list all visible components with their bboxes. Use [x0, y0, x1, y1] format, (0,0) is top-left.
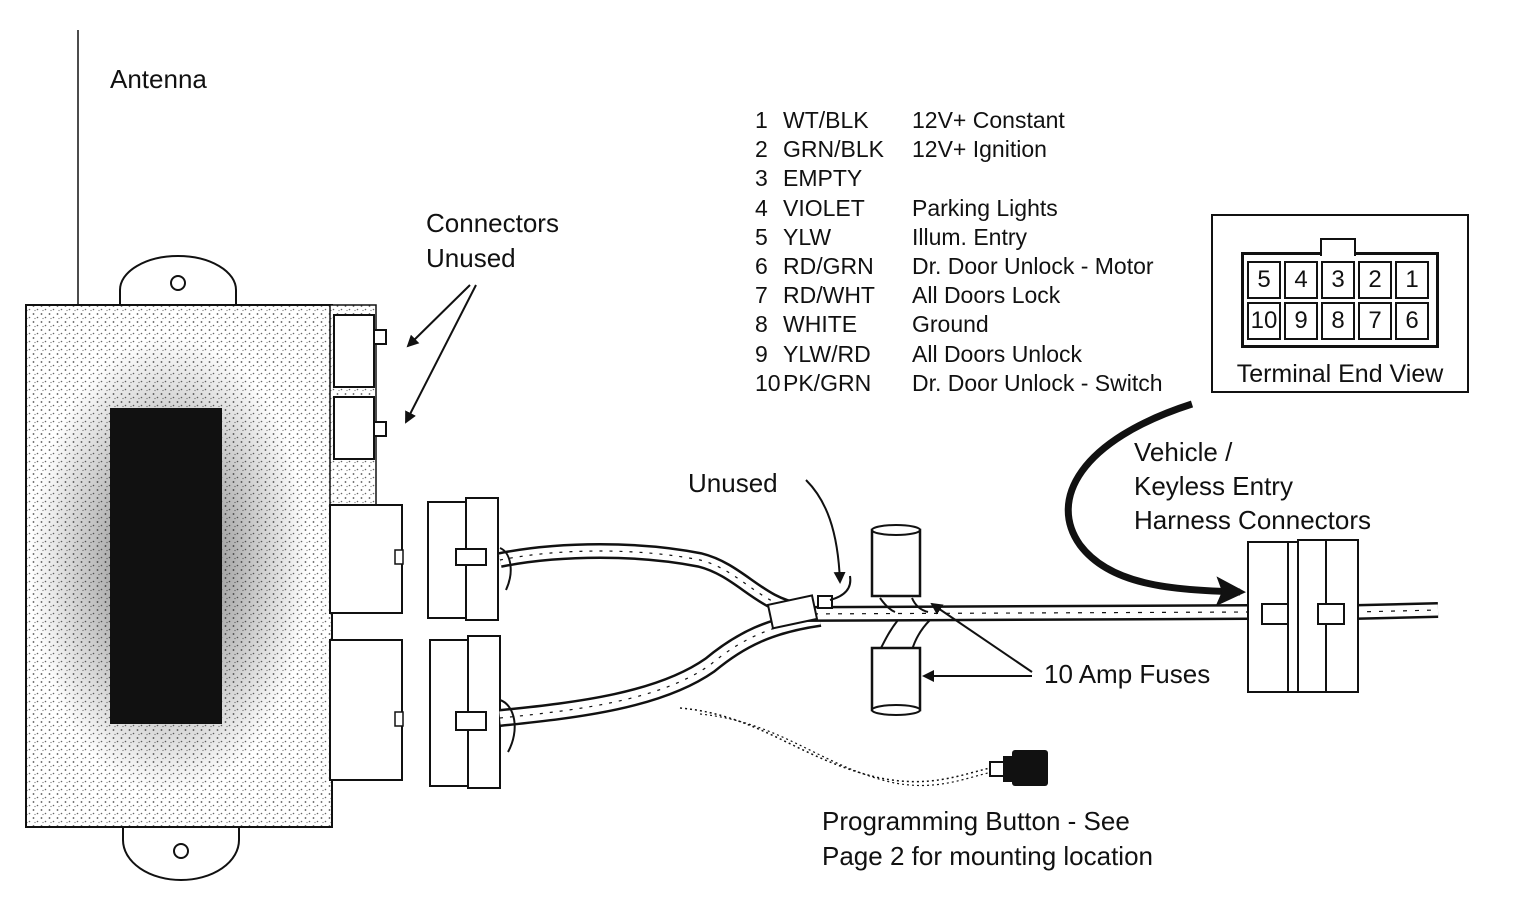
pointer-arrows — [405, 284, 1246, 682]
pin-number: 6 — [755, 252, 768, 279]
pin-function: All Doors Unlock — [912, 340, 1082, 367]
pin-number: 7 — [755, 282, 768, 309]
terminal-pin-cell: 1 — [1395, 261, 1429, 299]
unused-wire-end — [817, 575, 852, 609]
terminal-pin-cell: 3 — [1321, 261, 1355, 299]
pin-number: 5 — [755, 223, 768, 250]
terminal-pin-cell: 8 — [1321, 302, 1355, 340]
wire-color: GRN/BLK — [783, 136, 884, 163]
programming-label-line2: Page 2 for mounting location — [822, 841, 1153, 871]
pin-function: Dr. Door Unlock - Motor — [912, 252, 1154, 279]
fuse-lower — [870, 646, 922, 716]
pin-function: Parking Lights — [912, 194, 1058, 221]
pin-number: 2 — [755, 136, 768, 163]
pin-function: Illum. Entry — [912, 223, 1028, 250]
terminal-pin-cell: 10 — [1247, 302, 1281, 340]
terminal-key-tab — [1320, 238, 1356, 256]
connectors-unused-label-line1: Connectors — [426, 208, 559, 238]
programming-label-line1: Programming Button - See — [822, 806, 1130, 836]
pin-number: 9 — [755, 340, 768, 367]
keyless-module — [25, 304, 333, 828]
pin-function: Ground — [912, 311, 989, 338]
pin-function: Dr. Door Unlock - Switch — [912, 369, 1163, 396]
vehicle-label-line3: Harness Connectors — [1134, 505, 1371, 535]
module-connector-housings — [329, 304, 404, 781]
terminal-pin-cell: 6 — [1395, 302, 1429, 340]
unused-label: Unused — [688, 468, 778, 498]
terminal-caption: Terminal End View — [1236, 360, 1444, 388]
terminal-pin-cell: 2 — [1358, 261, 1392, 299]
harness-plug-upper — [427, 497, 499, 621]
vehicle-label-line1: Vehicle / — [1134, 437, 1233, 467]
wire-color: YLW/RD — [783, 340, 871, 367]
pin-function: 12V+ Ignition — [912, 136, 1047, 163]
pin-number: 10 — [755, 369, 781, 396]
harness-plug-lower — [429, 635, 501, 789]
wire-color: RD/GRN — [783, 252, 874, 279]
terminal-pin-cell: 9 — [1284, 302, 1318, 340]
vehicle-harness-connectors — [1247, 539, 1359, 693]
wire-color: RD/WHT — [783, 282, 875, 309]
wire-color: VIOLET — [783, 194, 865, 221]
pin-number: 1 — [755, 107, 768, 133]
pin-function: All Doors Lock — [912, 282, 1061, 309]
antenna-label: Antenna — [110, 64, 207, 94]
vehicle-label-line2: Keyless Entry — [1134, 471, 1293, 501]
mounting-ear-bottom — [122, 825, 240, 881]
wire-color: WHITE — [783, 311, 858, 338]
mounting-ear-top — [119, 255, 237, 305]
terminal-pin-cell: 5 — [1247, 261, 1281, 299]
pin-number: 3 — [755, 165, 768, 192]
module-label-block — [110, 408, 222, 724]
terminal-pin-cell: 7 — [1358, 302, 1392, 340]
programming-button — [679, 707, 1048, 787]
wire-color: EMPTY — [783, 165, 863, 192]
wire-color: YLW — [783, 223, 832, 250]
wire-color: WT/BLK — [783, 107, 869, 133]
wire-color: PK/GRN — [783, 369, 872, 396]
pin-number: 4 — [755, 194, 768, 221]
connectors-unused-label-line2: Unused — [426, 243, 516, 273]
pin-number: 8 — [755, 311, 768, 338]
wire-harness — [498, 543, 1439, 753]
terminal-pin-cell: 4 — [1284, 261, 1318, 299]
fuse-upper — [870, 524, 922, 598]
fuses-label: 10 Amp Fuses — [1044, 659, 1211, 689]
pin-function: 12V+ Constant — [912, 107, 1065, 133]
